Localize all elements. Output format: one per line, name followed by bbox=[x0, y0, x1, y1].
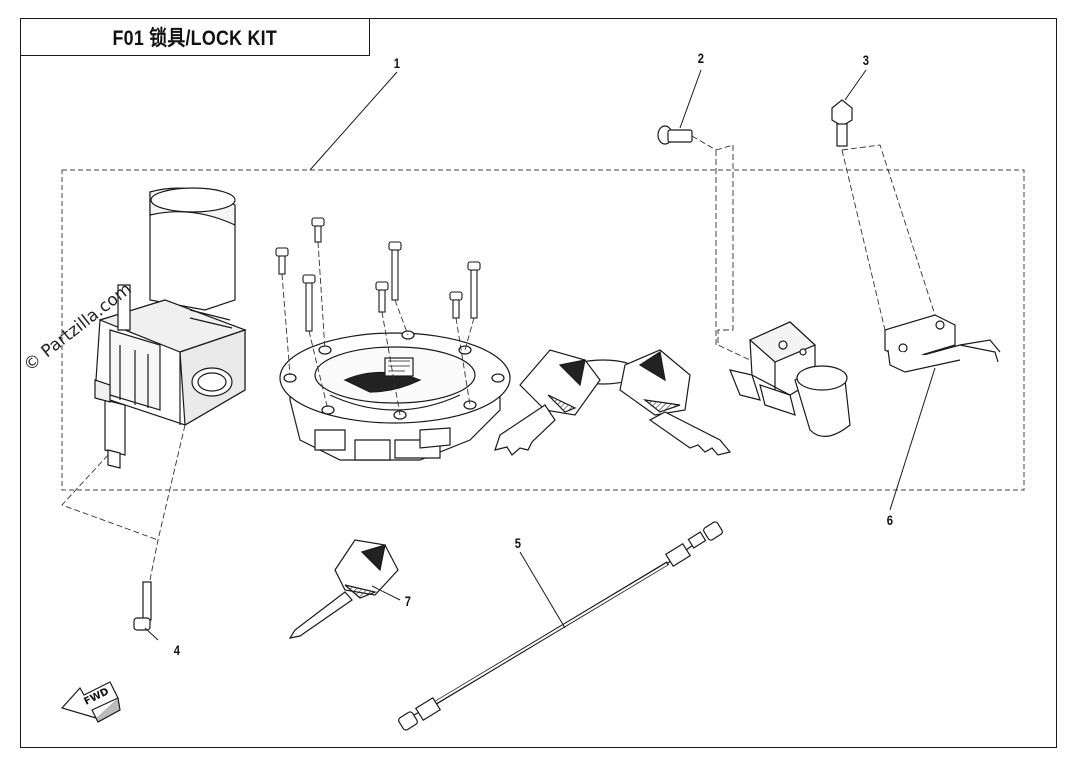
callout-4: 4 bbox=[173, 642, 181, 658]
title-box: F01 锁具/LOCK KIT bbox=[20, 18, 370, 56]
callout-6: 6 bbox=[886, 512, 894, 528]
callout-leaders bbox=[144, 69, 936, 641]
callout-1: 1 bbox=[393, 55, 401, 71]
bolt-3 bbox=[831, 99, 853, 147]
fuel-cap bbox=[279, 330, 511, 461]
spare-key bbox=[288, 539, 399, 639]
callout-3: 3 bbox=[862, 52, 870, 68]
cap-screws bbox=[275, 217, 481, 332]
key-pair bbox=[494, 349, 732, 456]
screw-4 bbox=[133, 581, 152, 631]
kit-boundary bbox=[61, 169, 1025, 491]
diagram-border bbox=[20, 18, 1057, 748]
screw-4-leader bbox=[61, 424, 186, 581]
bolt-2 bbox=[657, 125, 693, 145]
screw-leader-lines bbox=[281, 241, 475, 416]
page-title: F01 锁具/LOCK KIT bbox=[112, 27, 278, 50]
seat-lock-leader bbox=[717, 145, 751, 361]
seat-lock bbox=[729, 321, 851, 437]
callout-7: 7 bbox=[404, 593, 412, 609]
callout-5: 5 bbox=[514, 535, 522, 551]
callout-2: 2 bbox=[697, 50, 705, 66]
seat-lock-bracket bbox=[884, 314, 1001, 373]
seat-lock-cable bbox=[398, 521, 723, 731]
ignition-switch bbox=[94, 187, 247, 469]
fwd-arrow-icon bbox=[60, 681, 121, 723]
bracket-leader-lines bbox=[841, 144, 936, 331]
